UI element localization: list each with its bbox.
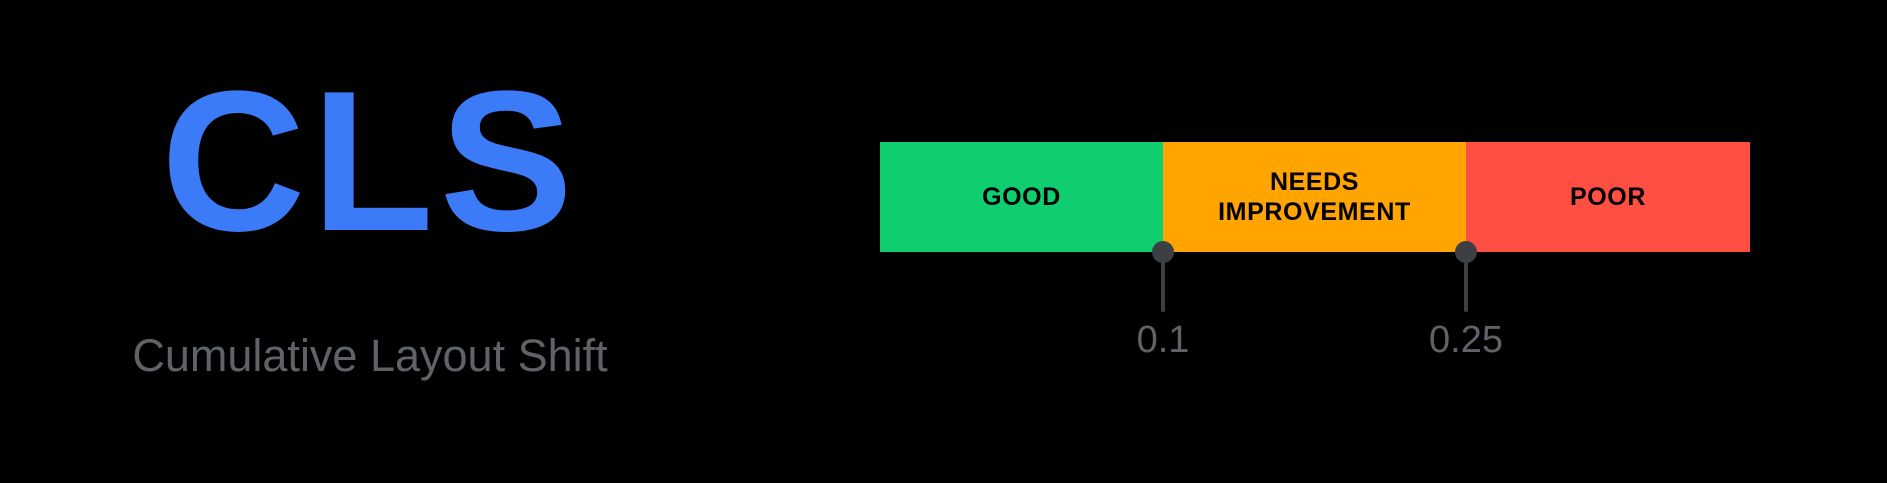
metric-full-name: Cumulative Layout Shift xyxy=(132,330,608,381)
threshold-value-poor-boundary: 0.25 xyxy=(1429,319,1504,361)
scale-band-good-label: GOOD xyxy=(982,183,1061,211)
threshold-value-good-boundary: 0.1 xyxy=(1136,319,1190,361)
scale-band-needs-improvement: NEEDS IMPROVEMENT xyxy=(1163,142,1467,252)
threshold-scale-bar: GOOD NEEDS IMPROVEMENT POOR xyxy=(880,142,1750,252)
metric-abbreviation: CLS xyxy=(161,50,579,273)
scale-band-good: GOOD xyxy=(880,142,1163,252)
scale-band-poor-label: POOR xyxy=(1569,183,1647,211)
metric-identity-block: CLS Cumulative Layout Shift xyxy=(0,0,740,483)
pin-stem-icon xyxy=(1161,252,1165,312)
scale-band-needs-improvement-label: NEEDS IMPROVEMENT xyxy=(1218,168,1411,226)
pin-stem-icon xyxy=(1464,252,1469,312)
scale-band-poor: POOR xyxy=(1466,142,1750,252)
